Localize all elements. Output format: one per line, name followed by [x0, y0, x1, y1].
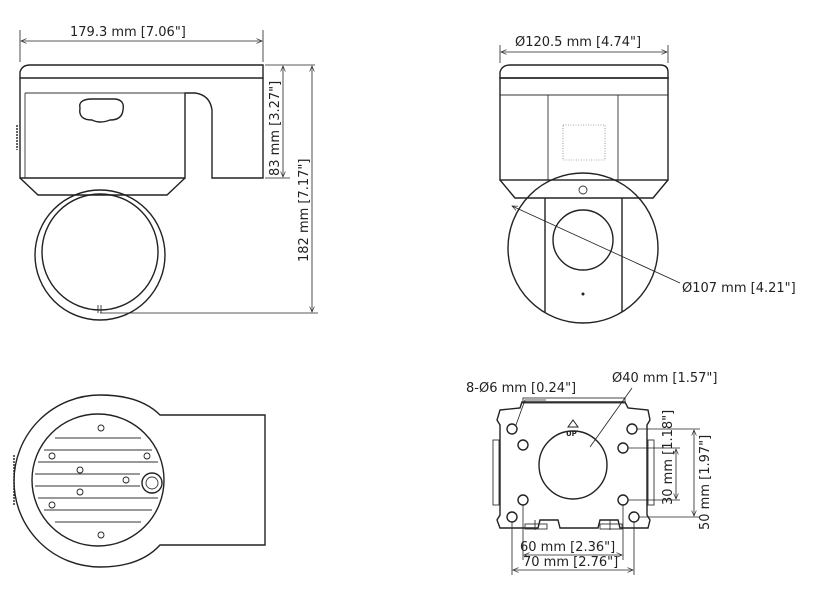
width-dimension-label: 179.3 mm [7.06"] — [70, 25, 186, 40]
mount-height-dimension-label: 83 mm [3.27"] — [268, 81, 283, 176]
bottom-view — [13, 394, 266, 568]
speaker-grille — [562, 124, 606, 161]
lens — [552, 209, 614, 271]
side-view: 179.3 mm [7.06"] 83 mm [3.27"] 182 mm [7… — [16, 25, 318, 321]
holes-label: 8-Ø6 mm [0.24"] — [466, 381, 576, 396]
outer-vertical-dimension-label: 50 mm [1.97"] — [698, 435, 713, 530]
inner-vertical-dimension-label: 30 mm [1.18"] — [661, 410, 676, 505]
dome-diameter-label: Ø107 mm [4.21"] — [682, 281, 796, 296]
center-hole-label: Ø40 mm [1.57"] — [612, 371, 717, 386]
mount-plate: UP 8-Ø6 mm [0.24"] Ø40 mm [1.57"] 30 mm … — [466, 371, 717, 575]
center-hole — [538, 430, 608, 500]
housing-diameter-label: Ø120.5 mm [4.74"] — [515, 35, 641, 50]
label-window — [79, 98, 125, 123]
inner-horizontal-dimension-label: 60 mm [2.36"] — [520, 540, 615, 555]
outer-horizontal-dimension-label: 70 mm [2.76"] — [523, 555, 618, 570]
front-view: Ø120.5 mm [4.74"] Ø107 mm [4.21"] — [499, 35, 796, 324]
up-marker: UP — [566, 430, 577, 438]
total-height-dimension-label: 182 mm [7.17"] — [297, 159, 312, 262]
up-arrow-icon — [567, 419, 579, 428]
